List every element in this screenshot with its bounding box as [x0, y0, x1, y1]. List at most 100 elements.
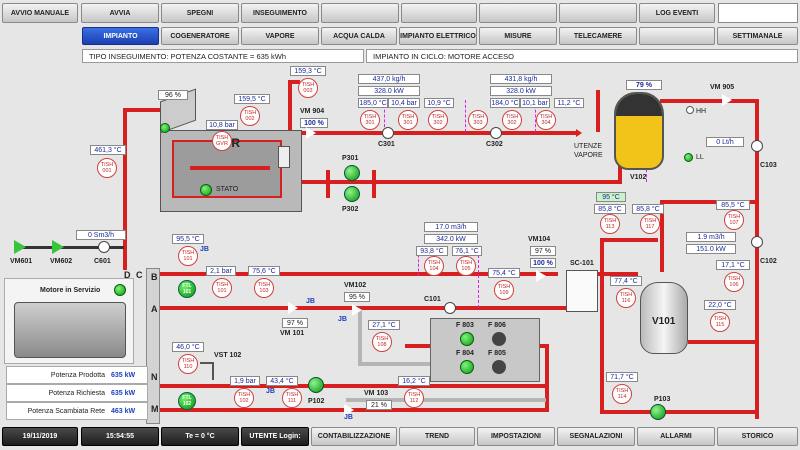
c301-flow: 437,0 kg/h [358, 74, 420, 84]
tab-acqua-calda[interactable]: ACQUA CALDA [321, 27, 397, 45]
temp-717: 71,7 °C [606, 372, 638, 382]
v102-label: V102 [630, 174, 647, 181]
c101-meter-icon[interactable] [444, 302, 456, 314]
top-empty-button-3[interactable] [479, 3, 557, 23]
contabilizzazione-button[interactable]: CONTABILIZZAZIONE [311, 427, 397, 446]
tab-settimanale[interactable]: SETTIMANALE [717, 27, 798, 45]
allarmi-button[interactable]: ALLARMI [637, 427, 715, 446]
c102-meter-icon[interactable] [751, 236, 763, 248]
f803-label: F 803 [456, 322, 474, 329]
gvr-green-indicator [160, 123, 170, 133]
impostazioni-button[interactable]: IMPOSTAZIONI [477, 427, 555, 446]
steam-main-pipe [280, 131, 578, 135]
gas-pipe [14, 246, 124, 249]
p103-pump-icon[interactable] [650, 404, 666, 420]
vst102-valve-icon[interactable] [200, 362, 214, 380]
tab-empty[interactable] [639, 27, 715, 45]
log-eventi-button[interactable]: LOG EVENTI [639, 3, 715, 23]
trend-button[interactable]: TREND [399, 427, 475, 446]
vm103-pct: 21 % [366, 400, 392, 410]
avvio-manuale-button[interactable]: AVVIO MANUALE [2, 3, 78, 23]
vm103-valve-icon[interactable] [344, 404, 354, 416]
utenze-vapore-label: UTENZE VAPORE [574, 143, 603, 159]
vm904-valve-icon[interactable] [306, 127, 316, 139]
c103-meter-icon[interactable] [751, 140, 763, 152]
vm602-valve-icon[interactable] [52, 240, 64, 254]
temp-858b: 85,8 °C [632, 204, 664, 214]
spegni-button[interactable]: SPEGNI [161, 3, 239, 23]
inseguimento-info: TIPO INSEGUIMENTO: POTENZA COSTANTE = 63… [82, 49, 364, 63]
fan-f803-icon[interactable] [460, 332, 474, 346]
time-display: 15:54:55 [81, 427, 159, 446]
storico-button[interactable]: STORICO [717, 427, 798, 446]
vm601-valve-icon[interactable] [14, 240, 26, 254]
c103-vertical [755, 99, 759, 419]
avvia-button[interactable]: AVVIA [81, 3, 159, 23]
vm101-valve-icon[interactable] [288, 302, 298, 314]
tab-vapore[interactable]: VAPORE [241, 27, 319, 45]
vm905-valve-icon[interactable] [722, 94, 732, 106]
fan-f806-icon[interactable] [492, 332, 506, 346]
fan-f805-icon[interactable] [492, 360, 506, 374]
vm602-label: VM602 [50, 258, 73, 265]
tab-telecamere[interactable]: TELECAMERE [559, 27, 637, 45]
gvr-outlet-top [288, 80, 300, 84]
fan-f804-icon[interactable] [460, 360, 474, 374]
p301-pump-icon[interactable] [344, 165, 360, 181]
c301-temp2: 10,9 °C [424, 98, 454, 108]
tab-impianto[interactable]: IMPIANTO [82, 27, 159, 45]
vm102-valve-icon[interactable] [352, 304, 362, 316]
sc101-exchanger[interactable] [566, 270, 598, 312]
top-empty-button-4[interactable] [559, 3, 637, 23]
gvr-outlet-pipe [288, 80, 292, 130]
p102-pump-icon[interactable] [308, 377, 324, 393]
c302-meter-icon[interactable] [490, 127, 502, 139]
vm104-valve-icon[interactable] [536, 270, 546, 282]
c301-meter-icon[interactable] [382, 127, 394, 139]
tab-impianto-elettrico[interactable]: IMPIANTO ELETTRICO [399, 27, 477, 45]
top-empty-button-1[interactable] [321, 3, 399, 23]
p302-pump-icon[interactable] [344, 186, 360, 202]
c601-meter-icon[interactable] [98, 241, 110, 253]
user-login-display[interactable]: UTENTE Login: [241, 427, 309, 446]
temp-434: 43,4 °C [266, 376, 298, 386]
letter-n: N [151, 372, 158, 382]
tab-cogeneratore[interactable]: COGENERATORE [161, 27, 239, 45]
temp-955: 95,5 °C [172, 234, 204, 244]
top-empty-button-2[interactable] [401, 3, 477, 23]
inseguimento-button[interactable]: INSEGUIMENTO [241, 3, 319, 23]
c302-pressure: 10,1 bar [520, 98, 550, 108]
tab-misure[interactable]: MISURE [479, 27, 557, 45]
segnalazioni-button[interactable]: SEGNALAZIONI [557, 427, 635, 446]
